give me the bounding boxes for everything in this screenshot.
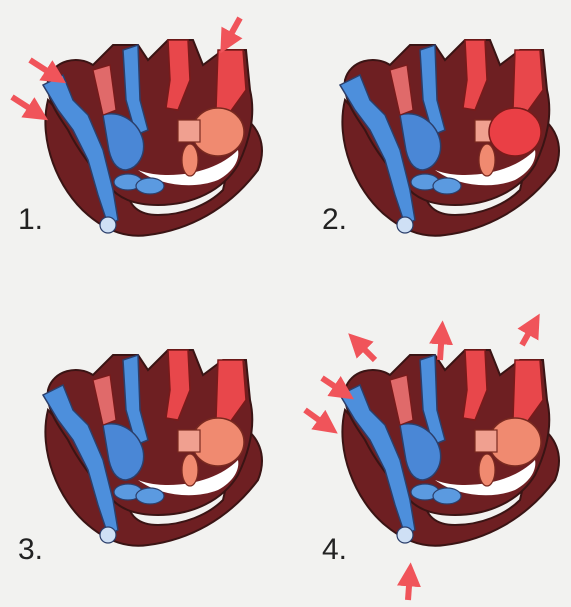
- heart-diagram-panel-4: [340, 350, 559, 546]
- step-label-1: 1.: [18, 205, 43, 235]
- step-label-2: 2.: [322, 205, 347, 235]
- heart-diagram-panel-2: [340, 40, 559, 236]
- flow-arrow-icon: [408, 572, 410, 600]
- heart-diagram-panel-1: [43, 40, 262, 236]
- flow-arrow-icon: [12, 97, 40, 115]
- flow-arrow-icon: [440, 330, 442, 360]
- heart-diagram-panel-3: [43, 350, 262, 546]
- flow-arrow-icon: [322, 378, 346, 394]
- flow-arrow-icon: [225, 18, 240, 45]
- flow-arrow-icon: [305, 410, 330, 428]
- step-label-3: 3.: [18, 535, 43, 565]
- flow-arrow-icon: [355, 340, 375, 360]
- step-label-4: 4.: [322, 535, 347, 565]
- flow-arrow-icon: [522, 322, 535, 345]
